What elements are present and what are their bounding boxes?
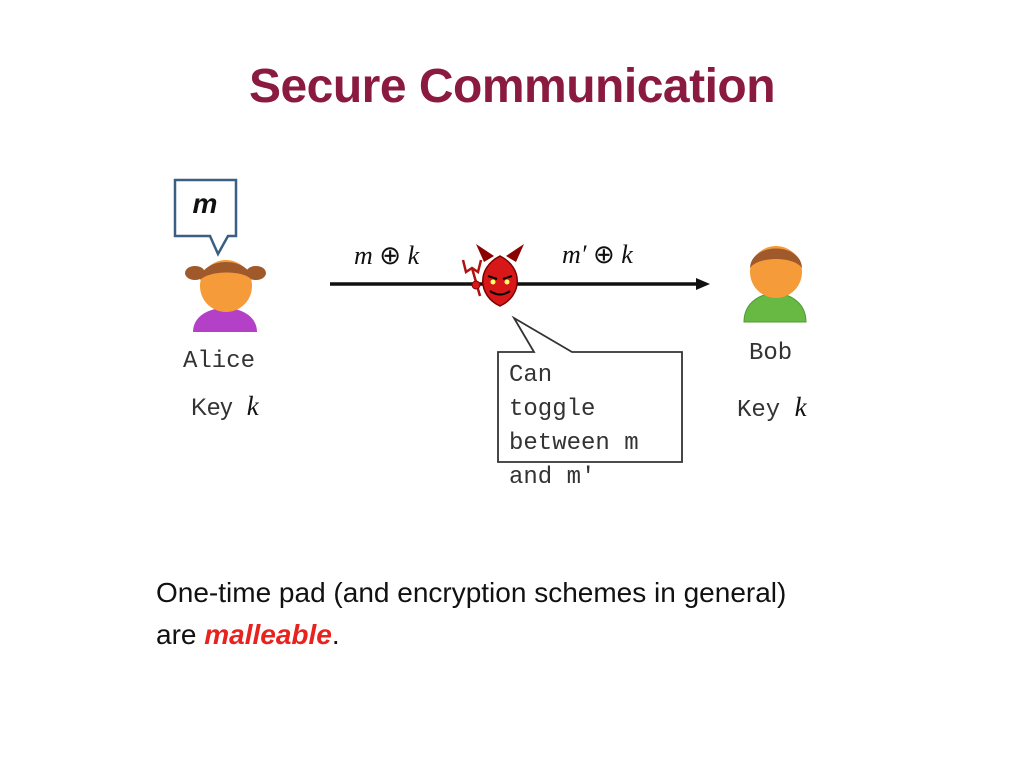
left-op: ⊕	[379, 241, 402, 270]
alice-key-prefix: Key	[191, 394, 233, 421]
arrow-head	[696, 278, 710, 290]
alice-name: Alice	[183, 348, 256, 375]
channel-left-label: m ⊕ k	[354, 241, 419, 271]
alice-speech-bubble	[173, 178, 238, 257]
footer-line2-suffix: .	[331, 619, 340, 650]
footer-line1: One-time pad (and encryption schemes in …	[156, 577, 787, 608]
bob-key-var: k	[794, 392, 807, 422]
right-op: ⊕	[592, 240, 615, 269]
alice-speech-text: m	[192, 188, 218, 219]
malleable-emphasis: malleable	[204, 619, 332, 650]
callout-line: between m	[509, 430, 639, 457]
left-msg: m	[354, 241, 373, 270]
bob-name: Bob	[749, 340, 793, 367]
alice-key: Key k	[191, 391, 259, 423]
footer-line2-prefix: are	[156, 619, 205, 650]
callout-line: toggle	[509, 396, 596, 423]
callout-line: Can	[509, 362, 553, 389]
alice-key-var: k	[246, 391, 259, 421]
footer-line2: are malleable.	[156, 614, 916, 656]
bob-key-prefix: Key	[737, 397, 781, 424]
right-msg: m′	[562, 240, 587, 269]
devil-icon	[461, 244, 524, 307]
alice-avatar	[185, 260, 266, 332]
callout-line: and m′	[509, 464, 596, 491]
slide-title: Secure Communication	[248, 60, 776, 113]
channel-right-label: m′ ⊕ k	[562, 240, 633, 270]
callout-text: Can toggle between m and m′	[509, 359, 709, 495]
left-key: k	[407, 241, 420, 270]
right-key: k	[621, 240, 633, 269]
adversary-callout	[497, 315, 683, 463]
footer-text: One-time pad (and encryption schemes in …	[156, 572, 916, 656]
bob-key: Key k	[737, 392, 807, 424]
bob-avatar	[743, 246, 807, 323]
